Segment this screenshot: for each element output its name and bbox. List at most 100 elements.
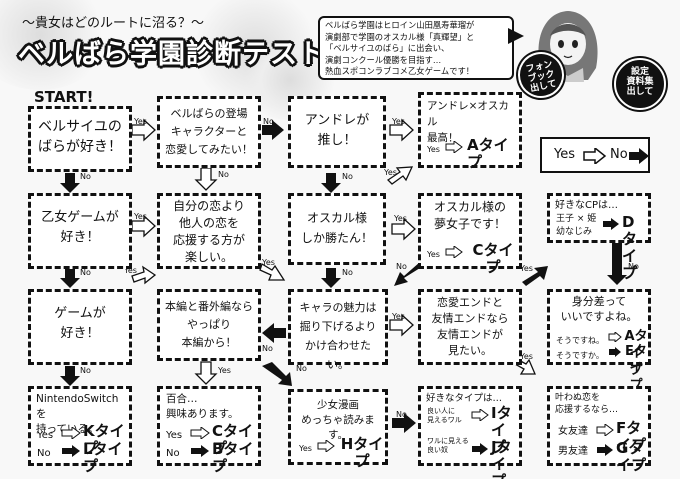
intro-line: 演劇コンクール優勝を目指す… <box>325 54 442 65</box>
answer-yes: Yes <box>427 145 440 154</box>
page-title: ベルばら学園診断テスト <box>18 39 326 70</box>
question-text: NintendoSwitchを 持っている。 <box>36 393 119 435</box>
question-text: 好きなタイプは… <box>426 393 503 404</box>
black-arrow-icon <box>609 347 621 357</box>
no-label: No <box>296 364 307 373</box>
question-text: ベルばらの登場 キャラクターと 恋愛してみたい！ <box>165 107 253 156</box>
white-arrow-icon <box>608 332 622 342</box>
question-text: 自分の恋より 他人の恋を 応援する方が 楽しい。 <box>172 199 245 264</box>
question-text: 身分差って いいですよね。 <box>560 295 638 323</box>
yes-label: Yes <box>394 214 407 223</box>
yes-label: Yes <box>124 266 137 275</box>
white-arrow-icon <box>471 409 489 421</box>
white-arrow-icon <box>445 141 463 153</box>
yes-label: Yes <box>262 258 275 267</box>
legend-yes-label: Yes <box>554 147 575 162</box>
question-box: 好きなタイプは… 良い人に 見えるワル Iタイプ ワルに見える 良い奴 Jタイプ <box>418 386 522 479</box>
no-label: No <box>342 172 353 181</box>
answer-yes: Yes <box>37 430 54 441</box>
answer-yes: Yes <box>299 444 312 453</box>
yes-arrows <box>131 118 536 385</box>
answer-option: ワルに見える 良い奴 <box>427 437 469 454</box>
result-type: Gタイプ <box>616 439 647 474</box>
question-text: 乙女ゲームが 好き！ <box>41 210 119 245</box>
yes-label: Yes <box>392 312 405 321</box>
white-arrow-icon <box>583 148 607 164</box>
question-box: ベルばらの登場 キャラクターと 恋愛してみたい！ <box>157 96 261 168</box>
question-box: NintendoSwitchを 持っている。 Yes Kタイプ No Lタイプ <box>28 386 132 475</box>
question-box: ベルサイユの ばらが好き！ <box>28 106 132 172</box>
result-type: Kタイプ <box>83 422 125 457</box>
speech-bubble-tail <box>508 28 524 44</box>
question-box: 本編と番外編なら やっぱり 本編から！ <box>157 289 261 361</box>
question-box: ゲームが 好き！ <box>28 289 132 365</box>
result-type: Fタイプ <box>616 419 647 454</box>
answer-option: そうですね。 <box>556 336 604 345</box>
question-text: 叶わぬ恋を 応援するなら… <box>555 393 619 415</box>
sticker-text: 設定 資料集 出して <box>626 67 654 97</box>
question-text: 好きなCPは… <box>555 200 619 211</box>
no-label: No <box>218 170 229 179</box>
yes-label: Yes <box>520 352 533 361</box>
no-label: No <box>80 268 91 277</box>
question-box: 乙女ゲームが 好き！ <box>28 193 132 269</box>
question-text: ゲームが 好き！ <box>54 306 106 341</box>
question-box: キャラの魅力は 掘り下げるより かけ合わせたい。 <box>288 289 388 371</box>
answer-yes: Yes <box>427 250 440 259</box>
answer-option: 良い人に 見えるワル <box>427 407 462 424</box>
yes-label: Yes <box>134 212 147 221</box>
black-arrow-icon <box>62 445 80 457</box>
legend-no-label: No <box>610 147 628 162</box>
yes-label: Yes <box>218 366 231 375</box>
no-label: No <box>628 262 639 271</box>
question-text: 本編と番外編なら やっぱり 本編から！ <box>165 300 253 349</box>
question-box: アンドレが 推し！ <box>288 96 386 168</box>
black-arrow-icon <box>597 444 613 456</box>
white-arrow-icon <box>596 424 614 436</box>
result-type: Lタイプ <box>83 440 123 475</box>
question-text: アンドレが 推し！ <box>304 113 370 148</box>
result-type: Dタイプ <box>622 213 638 282</box>
result-type: Bタイプ <box>212 440 254 475</box>
question-text: キャラの魅力は 掘り下げるより かけ合わせたい。 <box>299 301 377 371</box>
no-label: No <box>263 117 274 126</box>
start-label: START! <box>34 88 94 106</box>
question-text: 恋愛エンドと 友情エンドなら 友情エンドが 見たい。 <box>431 296 509 357</box>
question-box: 少女漫画 めっちゃ読みます。 Yes Hタイプ <box>288 389 388 470</box>
answer-option: そうですか。 <box>556 351 604 360</box>
yes-label: Yes <box>384 168 397 177</box>
result-type: Cタイプ <box>472 241 514 276</box>
result-type: Jタイプ <box>491 438 512 479</box>
white-arrow-icon <box>190 427 210 439</box>
arrow-legend: Yes No <box>540 137 650 173</box>
question-box: オスカル様 しか勝たん！ <box>288 193 386 265</box>
answer-yes: Yes <box>166 430 183 441</box>
question-text: オスカル様の 夢女子です！ <box>433 200 506 231</box>
result-type: Hタイプ <box>340 435 384 470</box>
question-box: 叶わぬ恋を 応援するなら… 女友達 Fタイプ 男友達 Gタイプ <box>547 386 651 474</box>
no-arrows <box>60 120 627 433</box>
artbook-sticker: 設定 資料集 出して <box>614 58 666 110</box>
question-text: ベルサイユの ばらが好き！ <box>38 119 122 155</box>
answer-no: No <box>37 448 51 459</box>
white-arrow-icon <box>317 440 335 452</box>
question-box: 自分の恋より 他人の恋を 応援する方が 楽しい。 <box>157 193 261 269</box>
black-arrow-icon <box>191 445 209 457</box>
question-box: 好きなCPは… 王子 × 姫 幼なじみ Dタイプ <box>547 193 651 282</box>
question-box: 恋愛エンドと 友情エンドなら 友情エンドが 見たい。 <box>418 289 522 365</box>
black-arrow-icon <box>629 148 649 164</box>
question-text: オスカル様 しか勝たん！ <box>300 211 373 245</box>
yes-label: Yes <box>520 264 533 273</box>
question-box: 身分差って いいですよね。 そうですね。 Aタイプ そうですか。 Eタイプ <box>547 289 651 393</box>
result-type: Aタイプ <box>624 329 648 378</box>
white-arrow-icon <box>445 246 463 258</box>
black-arrow-icon <box>472 443 488 455</box>
yes-label: Yes <box>134 117 147 126</box>
question-box: 百合… 興味あります。 Yes Cタイプ No Bタイプ <box>157 386 261 475</box>
result-type: Iタイプ <box>491 404 512 456</box>
intro-line: 熱血スポコンラブコメ乙女ゲームです！ <box>325 66 475 76</box>
answer-option: 女友達 <box>558 426 588 437</box>
no-label: No <box>80 172 91 181</box>
no-label: No <box>262 344 273 353</box>
